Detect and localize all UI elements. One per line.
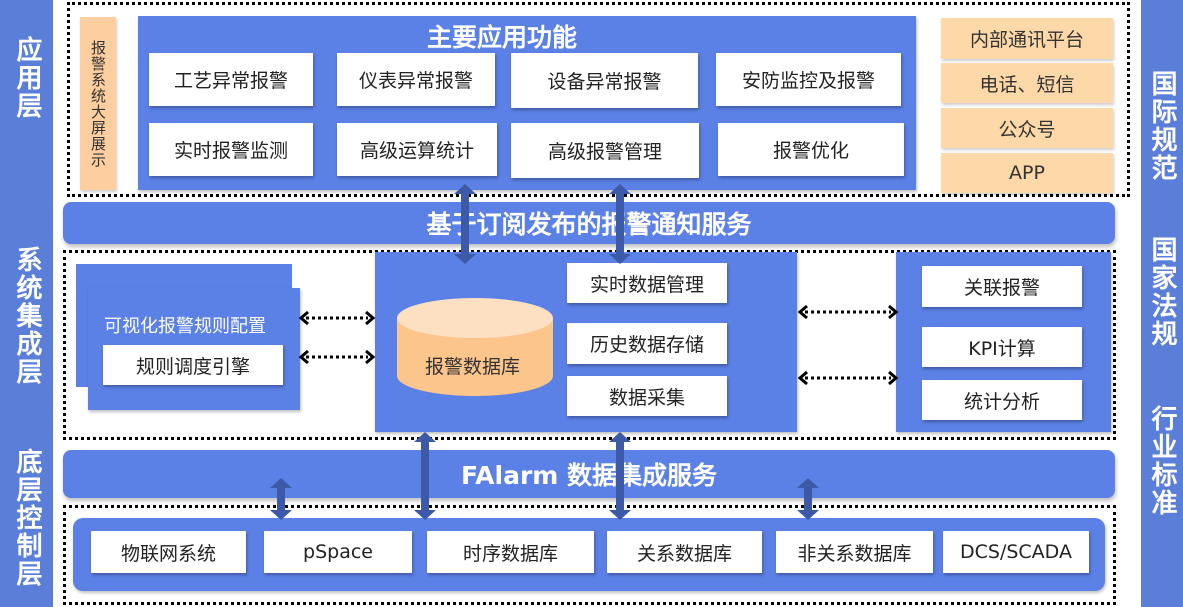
- integration-service-band: FAlarm 数据集成服务: [63, 450, 1115, 498]
- arrow-data-to-integration: [609, 432, 631, 520]
- function-instrument-alarm: 仪表异常报警: [337, 53, 495, 106]
- alarm-database-cylinder: [397, 298, 553, 396]
- dotted-arrow-rule-config: [298, 310, 376, 326]
- source-timeseries-db: 时序数据库: [427, 531, 594, 573]
- layer-label-control: 底层控制层: [12, 448, 42, 588]
- dotted-arrow-rule-engine: [298, 349, 376, 365]
- main-functions-title: 主要应用功能: [427, 23, 578, 52]
- layer-label-integration: 系统集成层: [12, 246, 42, 386]
- data-function-collection: 数据采集: [567, 376, 727, 416]
- left-sidebar: 应用层 系统集成层 底层控制层: [0, 0, 53, 607]
- channel-app: APP: [941, 153, 1113, 193]
- dotted-arrow-statistics: [797, 370, 899, 386]
- application-layer-frame: [67, 2, 1130, 197]
- function-advanced-statistics: 高级运算统计: [337, 123, 497, 176]
- layer-label-application: 应用层: [12, 36, 42, 120]
- data-function-history: 历史数据存储: [567, 323, 727, 364]
- standard-label-national: 国家法规: [1147, 236, 1177, 348]
- function-advanced-alarm-management: 高级报警管理: [511, 123, 699, 178]
- channel-public-account: 公众号: [941, 108, 1113, 148]
- channel-internal-platform: 内部通讯平台: [941, 18, 1113, 59]
- function-realtime-monitoring: 实时报警监测: [149, 123, 313, 176]
- function-process-alarm: 工艺异常报警: [149, 53, 313, 106]
- standard-label-industry: 行业标准: [1147, 405, 1177, 517]
- source-pspace: pSpace: [264, 531, 412, 573]
- source-relational-db: 关系数据库: [607, 531, 762, 573]
- function-equipment-alarm: 设备异常报警: [511, 53, 698, 108]
- rule-engine: 规则调度引擎: [103, 345, 283, 385]
- arrow-db-to-integration: [414, 432, 436, 520]
- control-layer-frame: [63, 505, 1116, 605]
- arrow-nonrel-integration: [797, 478, 819, 520]
- integration-layer-frame: [63, 250, 1116, 440]
- arrow-app-to-db: [454, 184, 476, 264]
- function-alarm-optimization: 报警优化: [718, 123, 904, 176]
- function-security-alarm: 安防监控及报警: [716, 53, 901, 106]
- arrow-pspace-integration: [270, 478, 292, 520]
- source-nonrelational-db: 非关系数据库: [776, 531, 933, 573]
- dotted-arrow-correlation: [797, 304, 899, 320]
- big-screen-display: 报警系统大屏展示: [80, 17, 116, 190]
- channel-phone-sms: 电话、短信: [941, 63, 1113, 103]
- alarm-database-label: 报警数据库: [425, 356, 521, 378]
- right-sidebar: 国际规范 国家法规 行业标准: [1141, 0, 1183, 607]
- source-dcs-scada: DCS/SCADA: [943, 531, 1089, 573]
- standard-label-international: 国际规范: [1147, 70, 1177, 182]
- arrow-app-to-data-mgmt: [609, 184, 631, 264]
- analysis-correlation-alarm: 关联报警: [922, 266, 1082, 307]
- analysis-statistics: 统计分析: [922, 380, 1082, 420]
- rule-config-title: 可视化报警规则配置: [104, 316, 266, 337]
- data-function-realtime: 实时数据管理: [567, 263, 727, 303]
- notification-service-band: 基于订阅发布的报警通知服务: [63, 202, 1115, 244]
- source-iot: 物联网系统: [91, 531, 246, 573]
- analysis-kpi: KPI计算: [922, 327, 1082, 367]
